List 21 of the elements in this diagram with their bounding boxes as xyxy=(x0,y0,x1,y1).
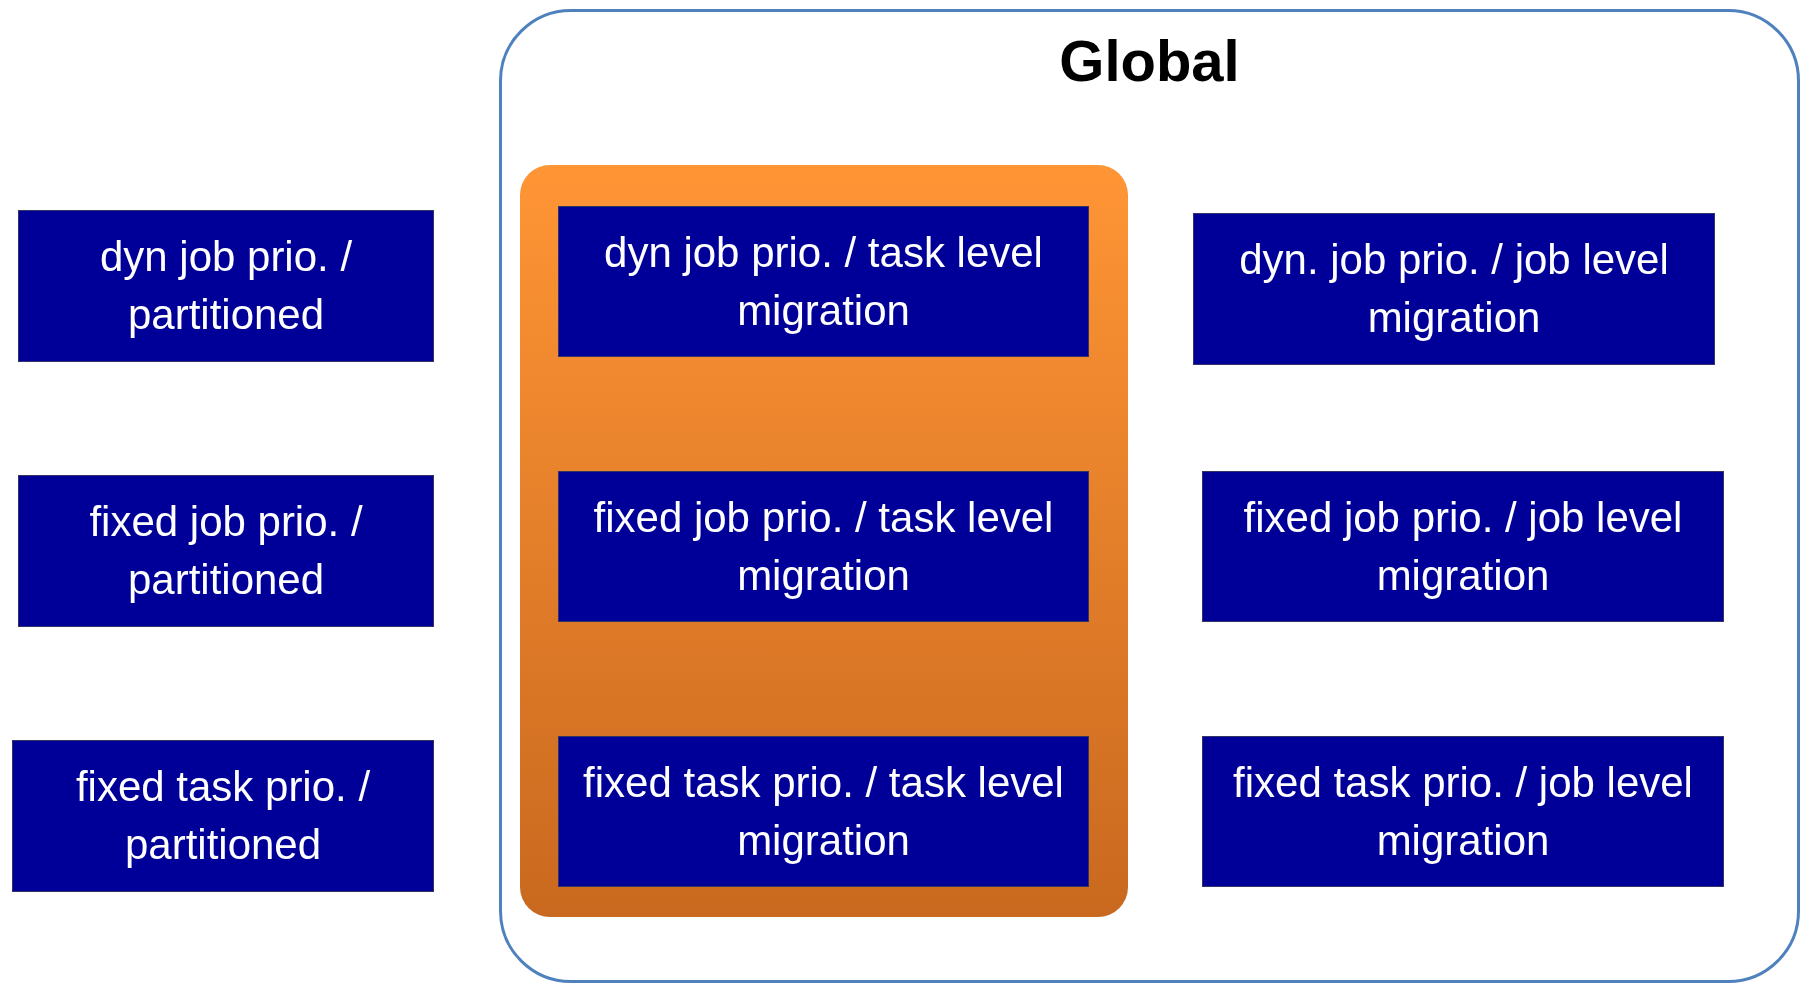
box-label: fixed task prio. / partitioned xyxy=(74,762,372,870)
category-box xyxy=(558,471,1089,622)
category-box xyxy=(12,740,434,892)
category-box xyxy=(18,210,434,362)
category-box xyxy=(558,206,1089,357)
group-frame xyxy=(499,9,1800,983)
category-box xyxy=(1202,736,1724,887)
category-box xyxy=(1193,213,1715,365)
box-label: fixed job prio. / partitioned xyxy=(88,497,364,605)
box-label: fixed task prio. / task level migration xyxy=(582,757,1065,866)
box-label: fixed job prio. / task level migration xyxy=(592,492,1055,601)
box-label: fixed task prio. / job level migration xyxy=(1232,757,1694,866)
category-box xyxy=(558,736,1089,887)
box-label: dyn job prio. / task level migration xyxy=(603,227,1044,336)
box-label: dyn job prio. / partitioned xyxy=(98,232,354,340)
category-box xyxy=(18,475,434,627)
highlight-band xyxy=(520,165,1128,917)
box-label: dyn. job prio. / job level migration xyxy=(1238,235,1670,343)
box-label: fixed job prio. / job level migration xyxy=(1242,492,1684,601)
category-box xyxy=(1202,471,1724,622)
group-title: Global xyxy=(1059,32,1240,90)
